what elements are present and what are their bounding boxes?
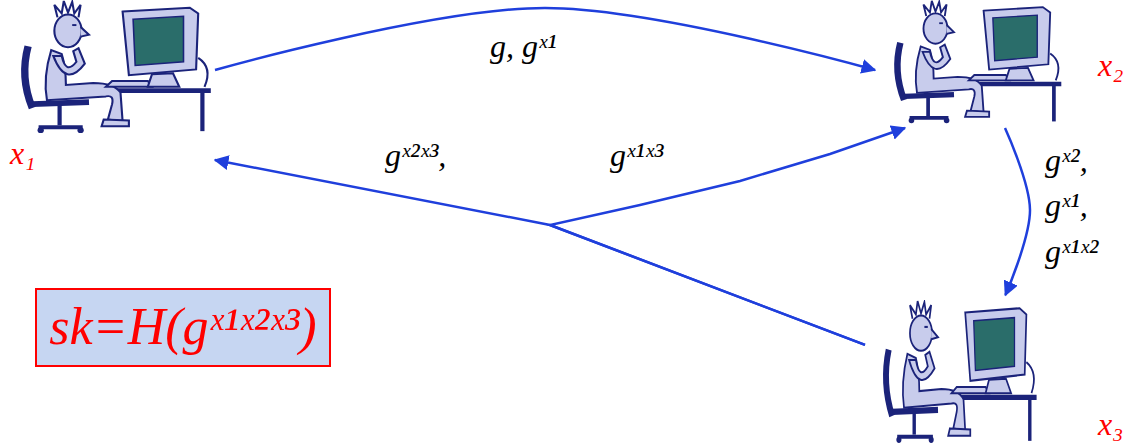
message-label: gˣ², gˣ¹, gˣ¹ˣ² (1045, 138, 1115, 274)
message-label: gˣ²ˣ³, (385, 133, 446, 178)
party-node: x₃ (865, 295, 1135, 445)
edge-label-holder: gˣ²ˣ³, (385, 133, 485, 178)
party-node: x₁ (0, 0, 215, 175)
party-variable: x₂ (1098, 46, 1123, 84)
edge-label-holder: gˣ¹ˣ³ (610, 133, 710, 178)
party-variable: x₁ (10, 134, 35, 172)
edge-label-holder: gˣ², gˣ¹, gˣ¹ˣ² (1045, 138, 1115, 274)
edge-label-holder: g, gˣ¹ (490, 24, 610, 69)
key-box: sk=H(gˣ¹ˣ²ˣ³) (35, 288, 331, 367)
message-label: gˣ¹ˣ³ (610, 133, 663, 178)
person-at-computer (886, 301, 1037, 443)
person-at-computer (25, 1, 211, 133)
message-arrow (215, 8, 875, 70)
message-arrow (550, 128, 905, 345)
message-label: g, gˣ¹ (490, 24, 557, 69)
person-at-computer (897, 1, 1061, 123)
party-node: x₂ (875, 0, 1135, 128)
party-variable: x₃ (1098, 405, 1123, 443)
message-arrow (1005, 128, 1030, 295)
key-formula: sk=H(gˣ¹ˣ²ˣ³) (49, 296, 316, 358)
